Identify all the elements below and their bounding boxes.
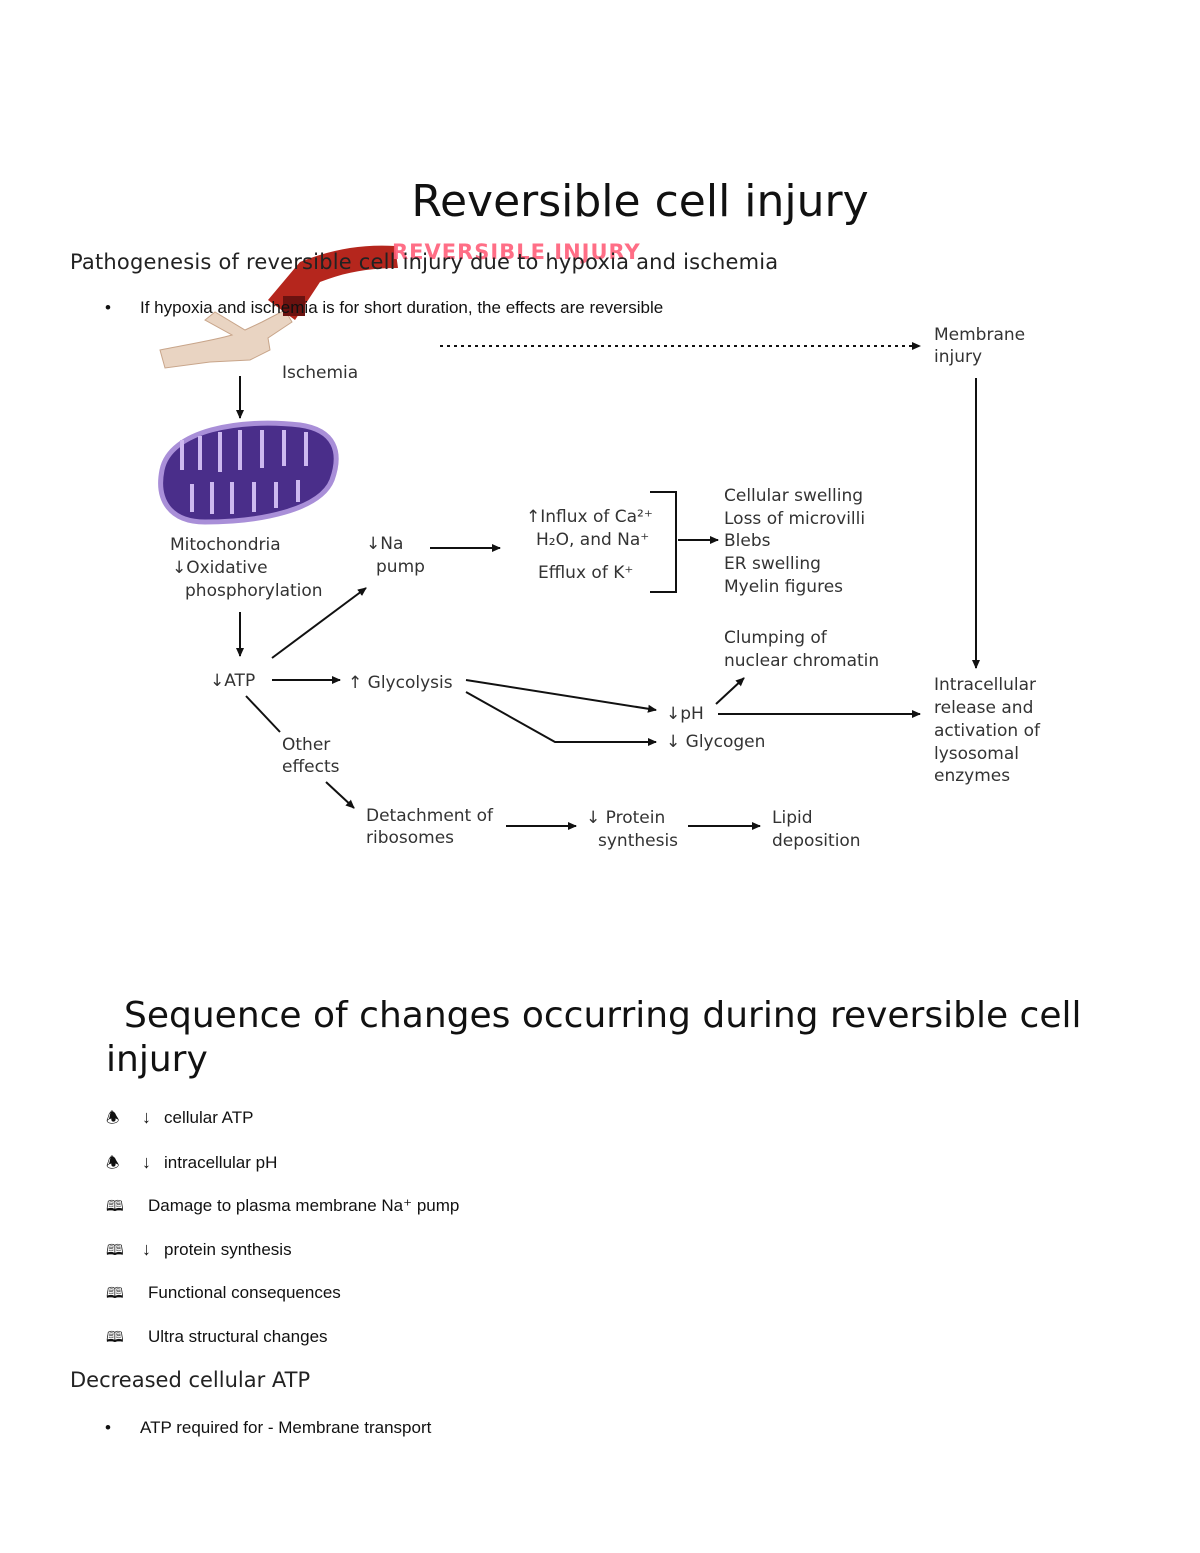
list-marker-icon: 🕭 <box>106 1110 120 1127</box>
label-clumping-2: nuclear chromatin <box>724 651 879 671</box>
bullet-dot: • <box>105 298 111 317</box>
bullet-dot: • <box>105 1418 111 1437</box>
arrow-other-to-detachment <box>325 781 355 809</box>
list-item-text: intracellular pH <box>164 1153 278 1172</box>
label-swelling-4: ER swelling <box>724 554 821 574</box>
label-lysosomal-2: release and <box>934 698 1033 718</box>
list-item-text: protein synthesis <box>164 1240 292 1259</box>
label-protein-1: ↓ Protein <box>586 808 665 828</box>
mitochondrion-illustration <box>158 420 339 525</box>
sequence-heading: Sequence of changes occurring during rev… <box>106 994 1186 1082</box>
list-item: 🕮 ↓ protein synthesis <box>106 1239 706 1262</box>
arrow-glycolysis-to-glycogen <box>465 691 657 746</box>
down-arrow-icon: ↓ <box>142 1239 151 1259</box>
arrow-atp-to-na <box>271 587 367 659</box>
down-arrow-icon: ↓ <box>142 1107 151 1127</box>
bullet-text: ATP required for - Membrane transport <box>140 1418 432 1437</box>
pathogenesis-diagram: Ischemia Membrane injury Mitochondria ↓O… <box>158 245 1041 851</box>
list-marker-icon: 🕮 <box>106 1285 124 1302</box>
bullet-item: • ATP required for - Membrane transport <box>105 1418 1005 1440</box>
label-lysosomal-1: Intracellular <box>934 675 1036 695</box>
list-item: 🕮 Ultra structural changes <box>106 1327 706 1349</box>
label-lysosomal-4: lysosomal <box>934 744 1019 764</box>
label-lipid-1: Lipid <box>772 808 813 828</box>
list-marker-icon: 🕮 <box>106 1198 124 1215</box>
list-marker-icon: 🕭 <box>106 1155 120 1172</box>
label-ph: ↓pH <box>666 704 704 724</box>
influx-bracket <box>650 491 677 593</box>
bullet-item: • If hypoxia and ischemia is for short d… <box>105 298 1005 320</box>
list-marker-icon: 🕮 <box>106 1242 124 1259</box>
label-other-effects-2: effects <box>282 757 340 777</box>
list-item-text: Functional consequences <box>148 1283 341 1302</box>
pathogenesis-heading: Pathogenesis of reversible cell injury d… <box>70 250 779 274</box>
list-item: 🕮 Damage to plasma membrane Na⁺ pump <box>106 1196 706 1218</box>
label-detachment-2: ribosomes <box>366 828 454 848</box>
label-atp: ↓ATP <box>210 671 255 691</box>
label-clumping-1: Clumping of <box>724 628 828 648</box>
list-item-text: Ultra structural changes <box>148 1327 328 1346</box>
list-item-text: Damage to plasma membrane Na⁺ pump <box>148 1196 460 1215</box>
figure-banner: REVERSIBLE INJURY <box>392 240 641 264</box>
label-influx-3: Efflux of K⁺ <box>538 563 633 583</box>
arrow-ph-to-clumping <box>715 677 745 705</box>
label-swelling-3: Blebs <box>724 531 771 551</box>
label-other-effects-1: Other <box>282 735 330 755</box>
label-mitochondria-2: ↓Oxidative <box>172 558 268 578</box>
label-glycolysis: ↑ Glycolysis <box>348 673 453 693</box>
sequence-heading-text: Sequence of changes occurring during rev… <box>106 995 1082 1080</box>
label-influx-2: H₂O, and Na⁺ <box>536 530 649 550</box>
label-swelling-5: Myelin figures <box>724 577 843 597</box>
label-na-pump-1: ↓Na <box>366 534 403 554</box>
label-swelling-1: Cellular swelling <box>724 486 863 506</box>
label-membrane-injury-2: injury <box>934 347 982 367</box>
list-item-text: cellular ATP <box>164 1108 254 1127</box>
label-lipid-2: deposition <box>772 831 861 851</box>
arrow-atp-to-other <box>245 695 281 733</box>
label-na-pump-2: pump <box>376 557 425 577</box>
label-glycogen: ↓ Glycogen <box>666 732 765 752</box>
list-item: 🕮 Functional consequences <box>106 1283 706 1305</box>
blood-vessel-illustration <box>159 245 398 369</box>
label-membrane-injury-1: Membrane <box>934 325 1025 345</box>
list-marker-icon: 🕮 <box>106 1329 124 1346</box>
list-item: 🕭 ↓ cellular ATP <box>106 1107 706 1130</box>
label-lysosomal-5: enzymes <box>934 766 1010 786</box>
label-influx-1: ↑Influx of Ca²⁺ <box>526 507 653 527</box>
label-mitochondria-3: phosphorylation <box>185 581 323 601</box>
list-item: 🕭 ↓ intracellular pH <box>106 1152 706 1175</box>
label-ischemia: Ischemia <box>282 363 358 383</box>
page-title: Reversible cell injury <box>411 176 869 227</box>
label-detachment-1: Detachment of <box>366 806 494 826</box>
label-lysosomal-3: activation of <box>934 721 1041 741</box>
label-protein-2: synthesis <box>598 831 678 851</box>
bullet-text: If hypoxia and ischemia is for short dur… <box>140 298 664 317</box>
atp-section-heading: Decreased cellular ATP <box>70 1368 311 1392</box>
arrow-glycolysis-to-ph <box>465 679 657 713</box>
label-mitochondria-1: Mitochondria <box>170 535 281 555</box>
label-swelling-2: Loss of microvilli <box>724 509 865 529</box>
down-arrow-icon: ↓ <box>142 1152 151 1172</box>
